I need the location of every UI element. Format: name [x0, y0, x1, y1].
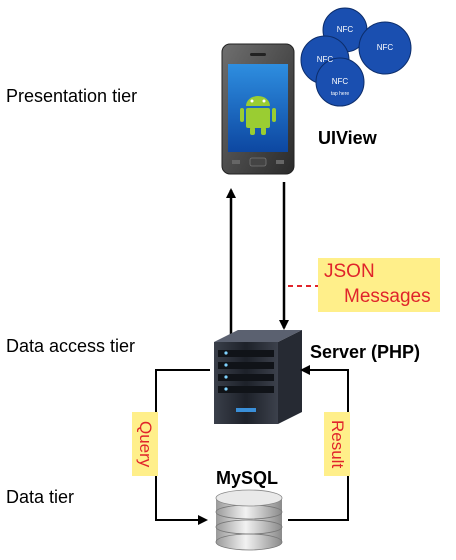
nfc-tag-label: NFC [332, 77, 349, 86]
nfc-tag-label: NFC [377, 43, 394, 52]
server-icon [214, 330, 302, 424]
nfc-tags-icon: NFC NFC NFC NFC tap here [300, 7, 412, 107]
nfc-tag-caption: tap here [331, 91, 350, 97]
nfc-tag-label: NFC [337, 25, 354, 34]
data-tier-label: Data tier [6, 487, 75, 507]
database-icon [215, 489, 283, 551]
nfc-tag-label: NFC [317, 55, 334, 64]
query-label: Query [132, 412, 158, 476]
result-label: Result [324, 412, 350, 476]
data-access-tier-label: Data access tier [6, 336, 136, 356]
json-messages-line1: JSON [324, 261, 375, 282]
query-arrow [155, 369, 210, 525]
android-phone-icon [221, 43, 295, 175]
presentation-tier-label: Presentation tier [6, 86, 138, 106]
uiview-label: UIView [318, 128, 377, 148]
mysql-label: MySQL [216, 468, 279, 488]
json-messages-line2: Messages [344, 286, 431, 307]
server-label: Server (PHP) [310, 342, 421, 362]
json-messages-note: JSON Messages [318, 258, 440, 312]
